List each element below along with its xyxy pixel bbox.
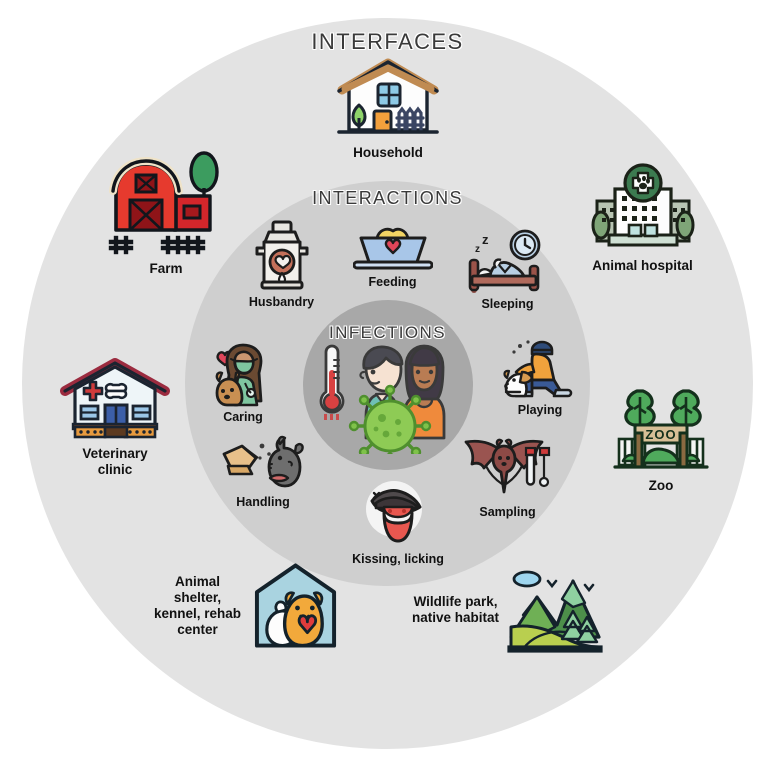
svg-text:ZOO: ZOO [645, 427, 676, 442]
person-playing-dog-icon [503, 340, 573, 398]
barn-icon [108, 151, 219, 255]
node-sampling[interactable]: Sampling [450, 436, 565, 520]
node-infections-center [310, 344, 470, 454]
node-handling[interactable]: Handling [208, 432, 318, 510]
svg-text:z: z [475, 244, 480, 255]
node-label: Sampling [479, 505, 536, 519]
dog-tongue-icon [366, 481, 422, 543]
hand-rodent-icon [222, 435, 304, 488]
shelter-house-icon [254, 563, 337, 648]
node-label: Kissing, licking [352, 552, 444, 566]
node-label: Playing [517, 403, 563, 417]
hospital-icon [591, 163, 694, 247]
mountains-icon [507, 570, 603, 653]
node-veterinary-clinic[interactable]: Veterinary clinic [50, 357, 180, 478]
node-kissing-licking[interactable]: Kissing, licking [333, 477, 463, 567]
node-farm[interactable]: Farm [96, 148, 236, 277]
node-playing[interactable]: Playing [490, 334, 590, 418]
ring-title-interfaces: INTERFACES [311, 29, 464, 54]
node-label: Feeding [368, 275, 417, 289]
people-thermometer-virus-icon [319, 344, 446, 454]
vet-clinic-icon [60, 358, 170, 439]
milk-can-icon [255, 220, 308, 290]
bed-clock-icon: z z [468, 229, 540, 293]
node-label: Household [353, 145, 423, 160]
node-household[interactable]: Household [318, 56, 458, 161]
node-label: Animal hospital [592, 258, 693, 273]
node-caring[interactable]: Caring [188, 337, 298, 425]
node-label: Husbandry [248, 295, 315, 309]
node-label: Veterinary clinic [82, 446, 148, 477]
node-husbandry[interactable]: Husbandry [224, 218, 339, 310]
pet-bowl-icon [352, 227, 433, 270]
node-label: Caring [223, 410, 263, 424]
node-zoo[interactable]: ZOO Zoo [606, 383, 716, 494]
node-wildlife-park[interactable]: Wildlife park, native habitat [412, 565, 612, 655]
node-label: Wildlife park, native habitat [412, 594, 500, 625]
node-label: Farm [149, 261, 183, 276]
node-label: Handling [236, 495, 290, 509]
bat-test-tube-icon [464, 438, 550, 494]
node-label: Sleeping [481, 297, 534, 311]
svg-text:z: z [482, 232, 489, 247]
node-sleeping[interactable]: z z Sleeping [455, 228, 560, 312]
node-feeding[interactable]: Feeding [340, 224, 445, 290]
house-icon [337, 58, 439, 134]
caregiver-dog-icon [215, 343, 263, 407]
zoo-gate-icon: ZOO [613, 389, 709, 469]
ring-title-interactions: INTERACTIONS [312, 188, 463, 208]
node-animal-shelter[interactable]: Animal shelter, kennel, rehab center [150, 560, 340, 652]
node-label: Zoo [648, 478, 674, 493]
node-animal-hospital[interactable]: Animal hospital [570, 163, 715, 274]
node-label: Animal shelter, kennel, rehab center [153, 574, 242, 637]
ring-title-infections: INFECTIONS [329, 323, 446, 342]
